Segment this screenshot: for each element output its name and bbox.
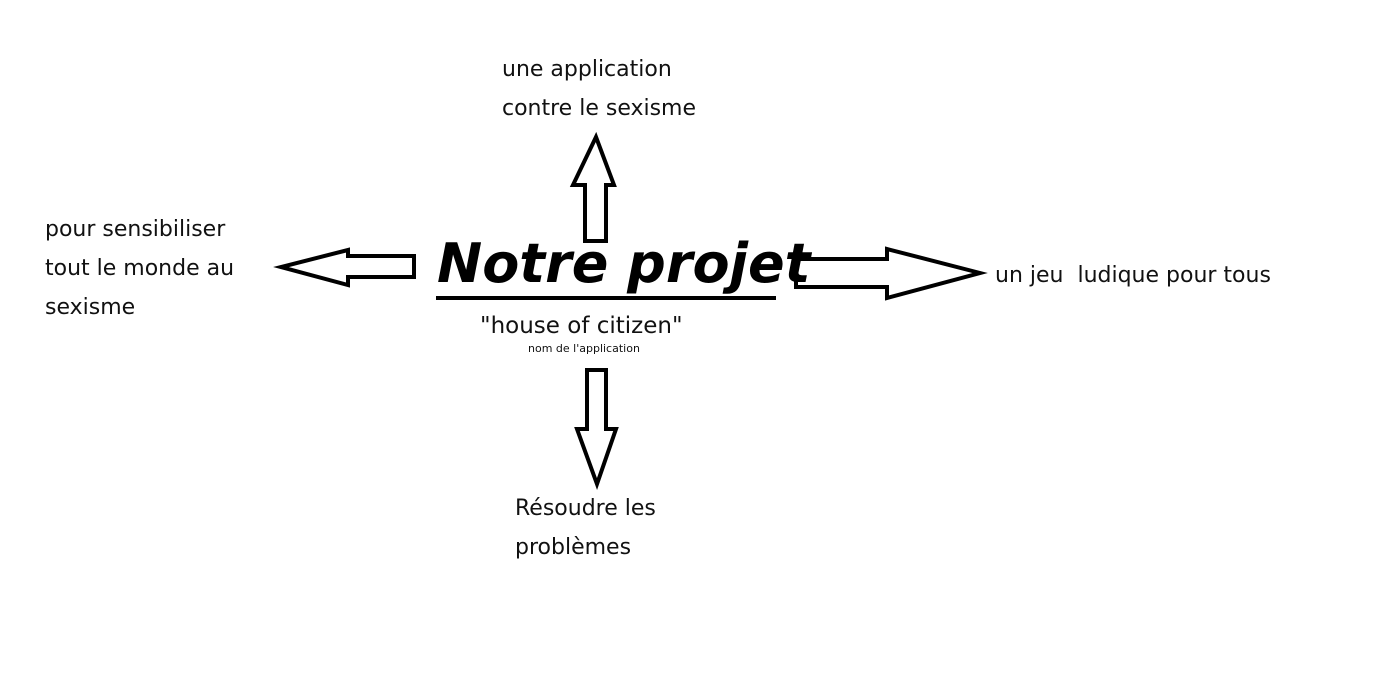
- node-bottom-line-1: Résoudre les: [515, 496, 656, 521]
- arrow-right: [794, 246, 988, 301]
- node-bottom-resoudre: Résoudre les problèmes: [515, 489, 656, 567]
- node-top-application: une application contre le sexisme: [502, 50, 696, 128]
- arrow-down: [574, 368, 619, 490]
- center-title: Notre projet: [437, 232, 811, 295]
- node-left-line-2: tout le monde au: [45, 256, 235, 281]
- node-top-line-2: contre le sexisme: [502, 96, 697, 121]
- node-right-line-1: un jeu ludique pour tous: [995, 263, 1271, 288]
- node-left-line-1: pour sensibiliser: [45, 217, 226, 242]
- center-caption: nom de l'application: [528, 342, 640, 355]
- center-subtitle: "house of citizen": [480, 313, 683, 339]
- arrow-up: [569, 131, 617, 243]
- node-left-sensibiliser: pour sensibiliser tout le monde au sexis…: [45, 210, 234, 327]
- node-top-line-1: une application: [502, 57, 672, 82]
- node-right-jeu: un jeu ludique pour tous: [995, 256, 1271, 295]
- node-left-line-3: sexisme: [45, 295, 136, 320]
- center-title-underline: [436, 296, 776, 300]
- arrow-left: [273, 247, 416, 288]
- node-bottom-line-2: problèmes: [515, 535, 632, 560]
